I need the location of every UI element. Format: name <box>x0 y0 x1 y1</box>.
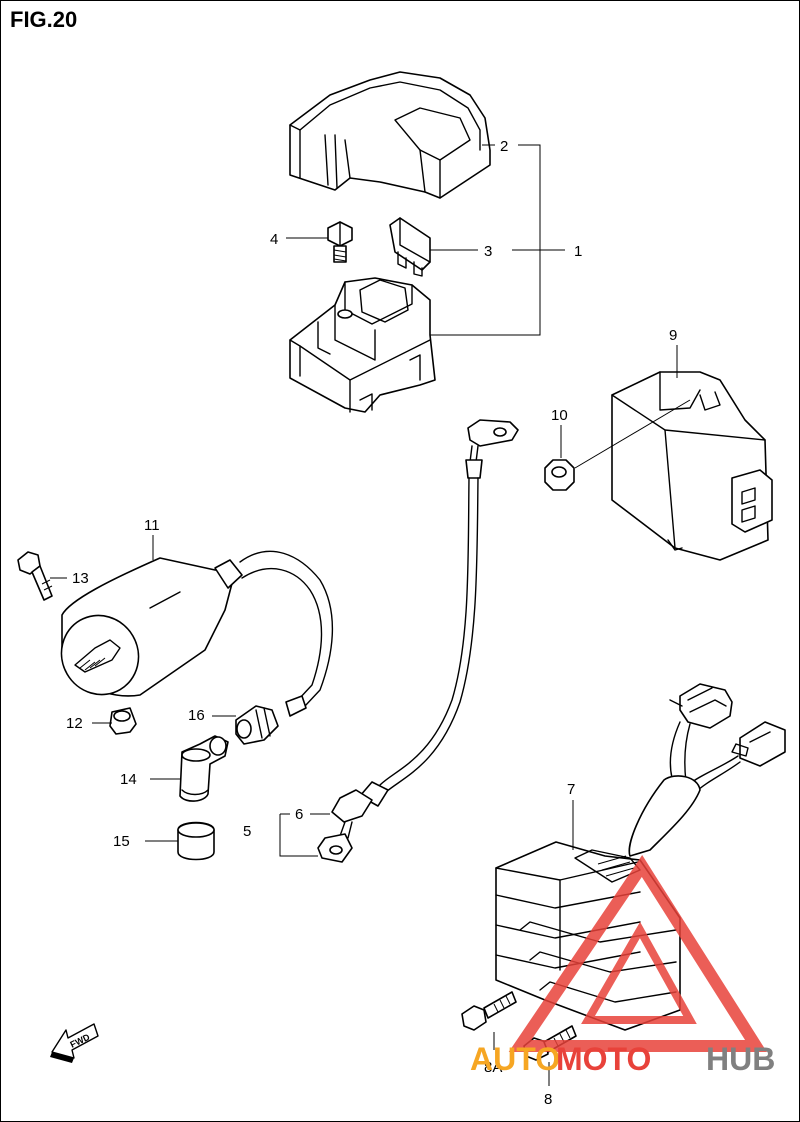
label-13: 13 <box>72 570 89 587</box>
bolt-part-13 <box>17 551 67 601</box>
label-4: 4 <box>270 231 278 248</box>
leader-lines-relay <box>286 144 565 336</box>
nut-part <box>544 399 691 491</box>
relay-cover-part <box>289 71 491 199</box>
cover-part-15 <box>145 821 215 861</box>
plug-cap-part-14 <box>150 735 229 802</box>
seal-part-16 <box>212 705 279 745</box>
label-10: 10 <box>551 407 568 424</box>
watermark-moto: MOTO <box>556 1041 651 1077</box>
watermark-auto: AUTO <box>470 1041 560 1077</box>
label-1: 1 <box>574 243 582 260</box>
label-14: 14 <box>120 771 137 788</box>
fwd-arrow-icon: FWD <box>50 1023 99 1063</box>
label-2: 2 <box>500 138 508 155</box>
ground-cable-part <box>317 419 519 863</box>
starter-relay-part <box>289 277 436 413</box>
label-11: 11 <box>144 517 160 534</box>
label-5: 5 <box>243 823 251 840</box>
label-12: 12 <box>66 715 83 732</box>
label-8: 8 <box>544 1091 552 1108</box>
bolt-part-8a <box>461 991 517 1050</box>
cdi-unit-part <box>611 371 773 561</box>
regulator-rectifier-part <box>495 683 786 1031</box>
watermark-wordmark: AUTO MOTO HUB <box>470 1041 775 1077</box>
fuse-part <box>389 217 431 277</box>
watermark-inner-triangle <box>581 921 697 1024</box>
label-16: 16 <box>188 707 205 724</box>
figure-title: FIG.20 <box>10 7 77 32</box>
collar-part-12 <box>92 707 137 735</box>
label-7: 7 <box>567 781 575 798</box>
label-6: 6 <box>295 806 303 823</box>
label-15: 15 <box>113 833 130 850</box>
screw-part <box>327 221 353 263</box>
watermark-logo <box>508 855 767 1052</box>
watermark-hub: HUB <box>706 1041 775 1077</box>
leader-lines-5-6 <box>279 813 330 857</box>
ignition-coil-part <box>60 550 334 717</box>
label-8a: 8A <box>484 1059 502 1076</box>
label-9: 9 <box>669 327 677 344</box>
watermark-triangle <box>508 855 767 1052</box>
label-3: 3 <box>484 243 492 260</box>
